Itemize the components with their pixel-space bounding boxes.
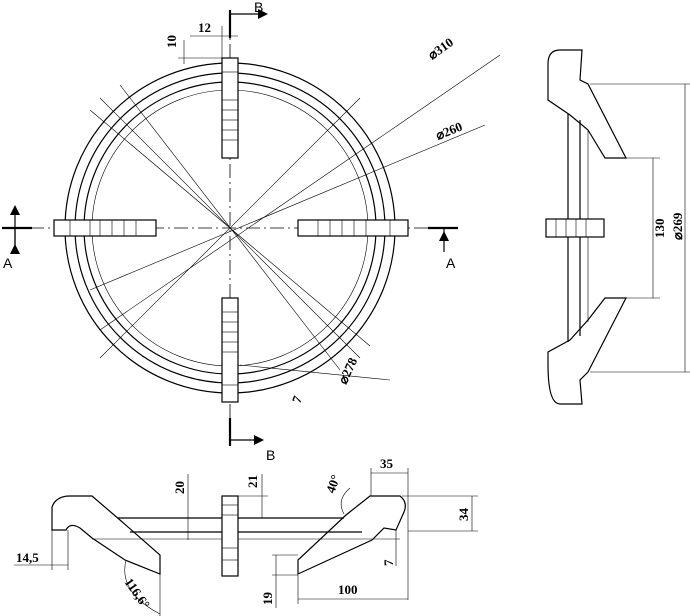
svg-text:100: 100 bbox=[338, 582, 358, 597]
construction-lines bbox=[89, 54, 501, 381]
section-label-a: A bbox=[446, 255, 456, 271]
svg-text:14,5: 14,5 bbox=[16, 550, 39, 565]
dimension-10: 10 bbox=[164, 35, 222, 64]
dimension-7-bottom: 7 bbox=[381, 530, 397, 566]
dimension-12: 12 bbox=[190, 20, 238, 58]
dimension-dia-269: ⌀269 bbox=[590, 83, 690, 373]
section-label-b: B bbox=[266, 447, 275, 463]
section-mark-a-right: A bbox=[428, 226, 458, 271]
svg-text:7: 7 bbox=[381, 559, 396, 566]
section-label-b: B bbox=[254, 0, 263, 15]
spoke-left bbox=[53, 219, 157, 237]
svg-text:⌀269: ⌀269 bbox=[670, 212, 685, 240]
dimension-21: 21 bbox=[238, 474, 268, 518]
spoke-section bbox=[221, 495, 239, 577]
dimension-7: 7 bbox=[289, 393, 305, 405]
svg-text:34: 34 bbox=[456, 508, 471, 522]
section-mark-a-left: A bbox=[2, 205, 32, 271]
dimension-19: 19 bbox=[260, 554, 298, 608]
svg-text:116,6°: 116,6° bbox=[122, 575, 154, 611]
svg-text:21: 21 bbox=[245, 475, 260, 488]
svg-text:130: 130 bbox=[652, 219, 667, 239]
section-label-a: A bbox=[3, 255, 13, 271]
dimension-130: 130 bbox=[610, 157, 667, 299]
dimension-20: 20 bbox=[172, 474, 189, 540]
plan-view: B B A A 12 bbox=[2, 0, 501, 463]
bottom-section-view: 20 21 40° 35 34 14,5 7 bbox=[14, 456, 478, 616]
dimension-dia-278: ⌀278 bbox=[335, 355, 360, 387]
dimension-34: 34 bbox=[402, 495, 478, 532]
spoke-profile bbox=[545, 218, 605, 238]
svg-text:20: 20 bbox=[172, 481, 187, 494]
spoke-right bbox=[297, 219, 409, 237]
spoke-bottom bbox=[221, 297, 239, 403]
section-mark-b-bottom: B bbox=[228, 418, 275, 463]
section-mark-b-top: B bbox=[228, 0, 268, 38]
dimension-40deg: 40° bbox=[323, 473, 343, 495]
dimension-35: 35 bbox=[370, 456, 409, 600]
svg-text:19: 19 bbox=[260, 592, 275, 606]
svg-text:12: 12 bbox=[198, 20, 211, 35]
dimension-dia-310: ⌀310 bbox=[425, 34, 456, 62]
dimension-14-5: 14,5 bbox=[14, 530, 69, 570]
side-section-view: 130 ⌀269 bbox=[545, 49, 690, 405]
dimension-dia-260: ⌀260 bbox=[434, 119, 465, 143]
spoke-top bbox=[221, 57, 239, 159]
svg-text:35: 35 bbox=[380, 456, 394, 471]
dimension-100: 100 bbox=[297, 575, 408, 604]
svg-text:10: 10 bbox=[164, 35, 179, 48]
angle-arc-40 bbox=[340, 487, 351, 515]
